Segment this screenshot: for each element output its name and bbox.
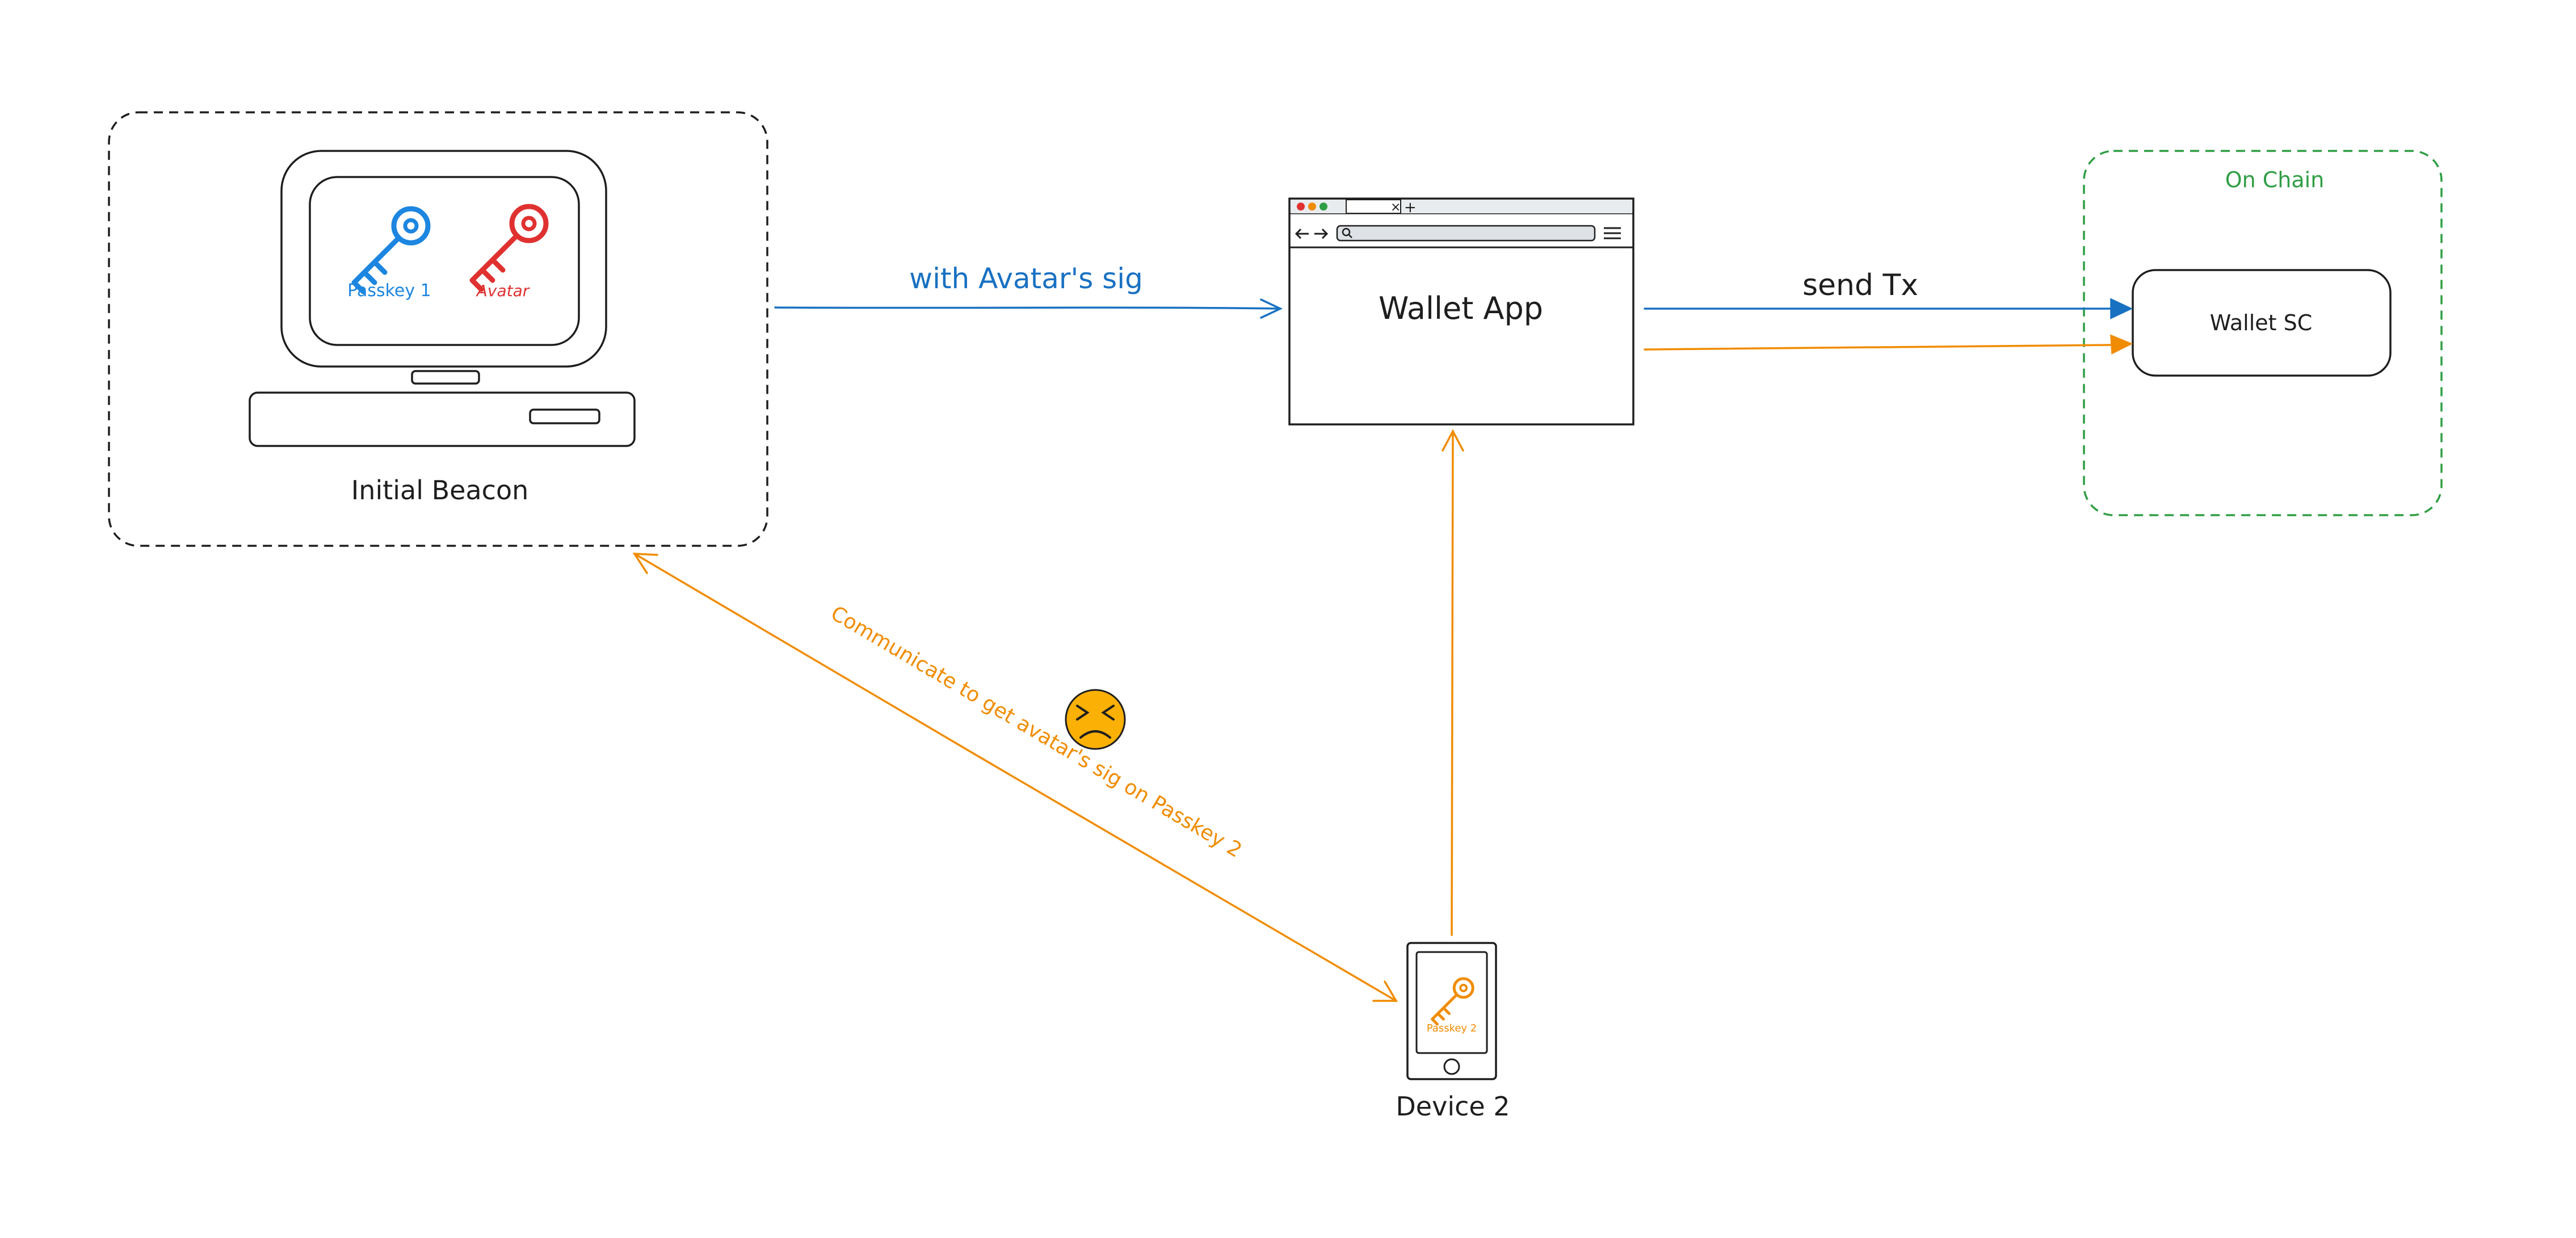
phone-screen bbox=[1415, 951, 1488, 1054]
computer-icon bbox=[249, 150, 636, 447]
back-arrow-icon bbox=[1295, 228, 1309, 239]
new-tab-icon: + bbox=[1404, 199, 1417, 216]
tab-close-icon: × bbox=[1390, 200, 1401, 214]
wallet-app-browser-window: × + Wallet App bbox=[1288, 197, 1634, 426]
passkey-1-label: Passkey 1 bbox=[347, 281, 431, 301]
wallet-sc-box bbox=[2132, 269, 2392, 377]
initial-beacon-group: Passkey 1 Avatar Initial Beacon bbox=[108, 111, 768, 547]
phone-home-button bbox=[1443, 1058, 1460, 1075]
orange-tx-arrow bbox=[1644, 334, 2133, 355]
search-icon bbox=[1342, 228, 1351, 237]
wallet-sc-label: Wallet SC bbox=[2210, 310, 2313, 335]
avatar-label: Avatar bbox=[476, 281, 530, 300]
passkey-2-label: Passkey 2 bbox=[1427, 1022, 1477, 1034]
device-2-group: Passkey 2 Device 2 bbox=[1396, 942, 1510, 1122]
window-minimize-dot bbox=[1308, 203, 1316, 210]
forward-arrow-icon bbox=[1314, 228, 1329, 239]
send-tx-arrow bbox=[1644, 298, 2133, 319]
window-close-dot bbox=[1297, 203, 1305, 210]
avatar-sig-arrow bbox=[774, 298, 1283, 319]
initial-beacon-label: Initial Beacon bbox=[351, 475, 529, 506]
wallet-app-label: Wallet App bbox=[1379, 290, 1543, 326]
address-bar bbox=[1336, 225, 1596, 242]
on-chain-label: On Chain bbox=[2225, 167, 2325, 192]
passkey-2-icon bbox=[1432, 979, 1473, 1024]
communicate-arrow bbox=[632, 553, 1398, 1002]
passkey-1-icon bbox=[354, 209, 428, 292]
initial-beacon-boundary bbox=[108, 111, 768, 547]
avatar-sig-label: with Avatar's sig bbox=[909, 262, 1143, 295]
phone-icon bbox=[1406, 942, 1497, 1080]
communicate-label: Communicate to get avatar's sig on Passk… bbox=[827, 601, 1246, 862]
send-tx-label: send Tx bbox=[1802, 268, 1918, 302]
browser-tab bbox=[1346, 199, 1401, 214]
device-2-label: Device 2 bbox=[1396, 1091, 1510, 1122]
frustrated-face-icon bbox=[1065, 689, 1126, 750]
avatar-key-icon bbox=[472, 207, 546, 289]
on-chain-boundary bbox=[2083, 150, 2443, 516]
hamburger-menu-icon bbox=[1604, 227, 1621, 239]
on-chain-group: On Chain Wallet SC bbox=[2083, 150, 2443, 516]
device-to-wallet-arrow bbox=[1442, 429, 1464, 936]
browser-tab-strip bbox=[1291, 200, 1632, 213]
window-maximize-dot bbox=[1319, 203, 1327, 210]
